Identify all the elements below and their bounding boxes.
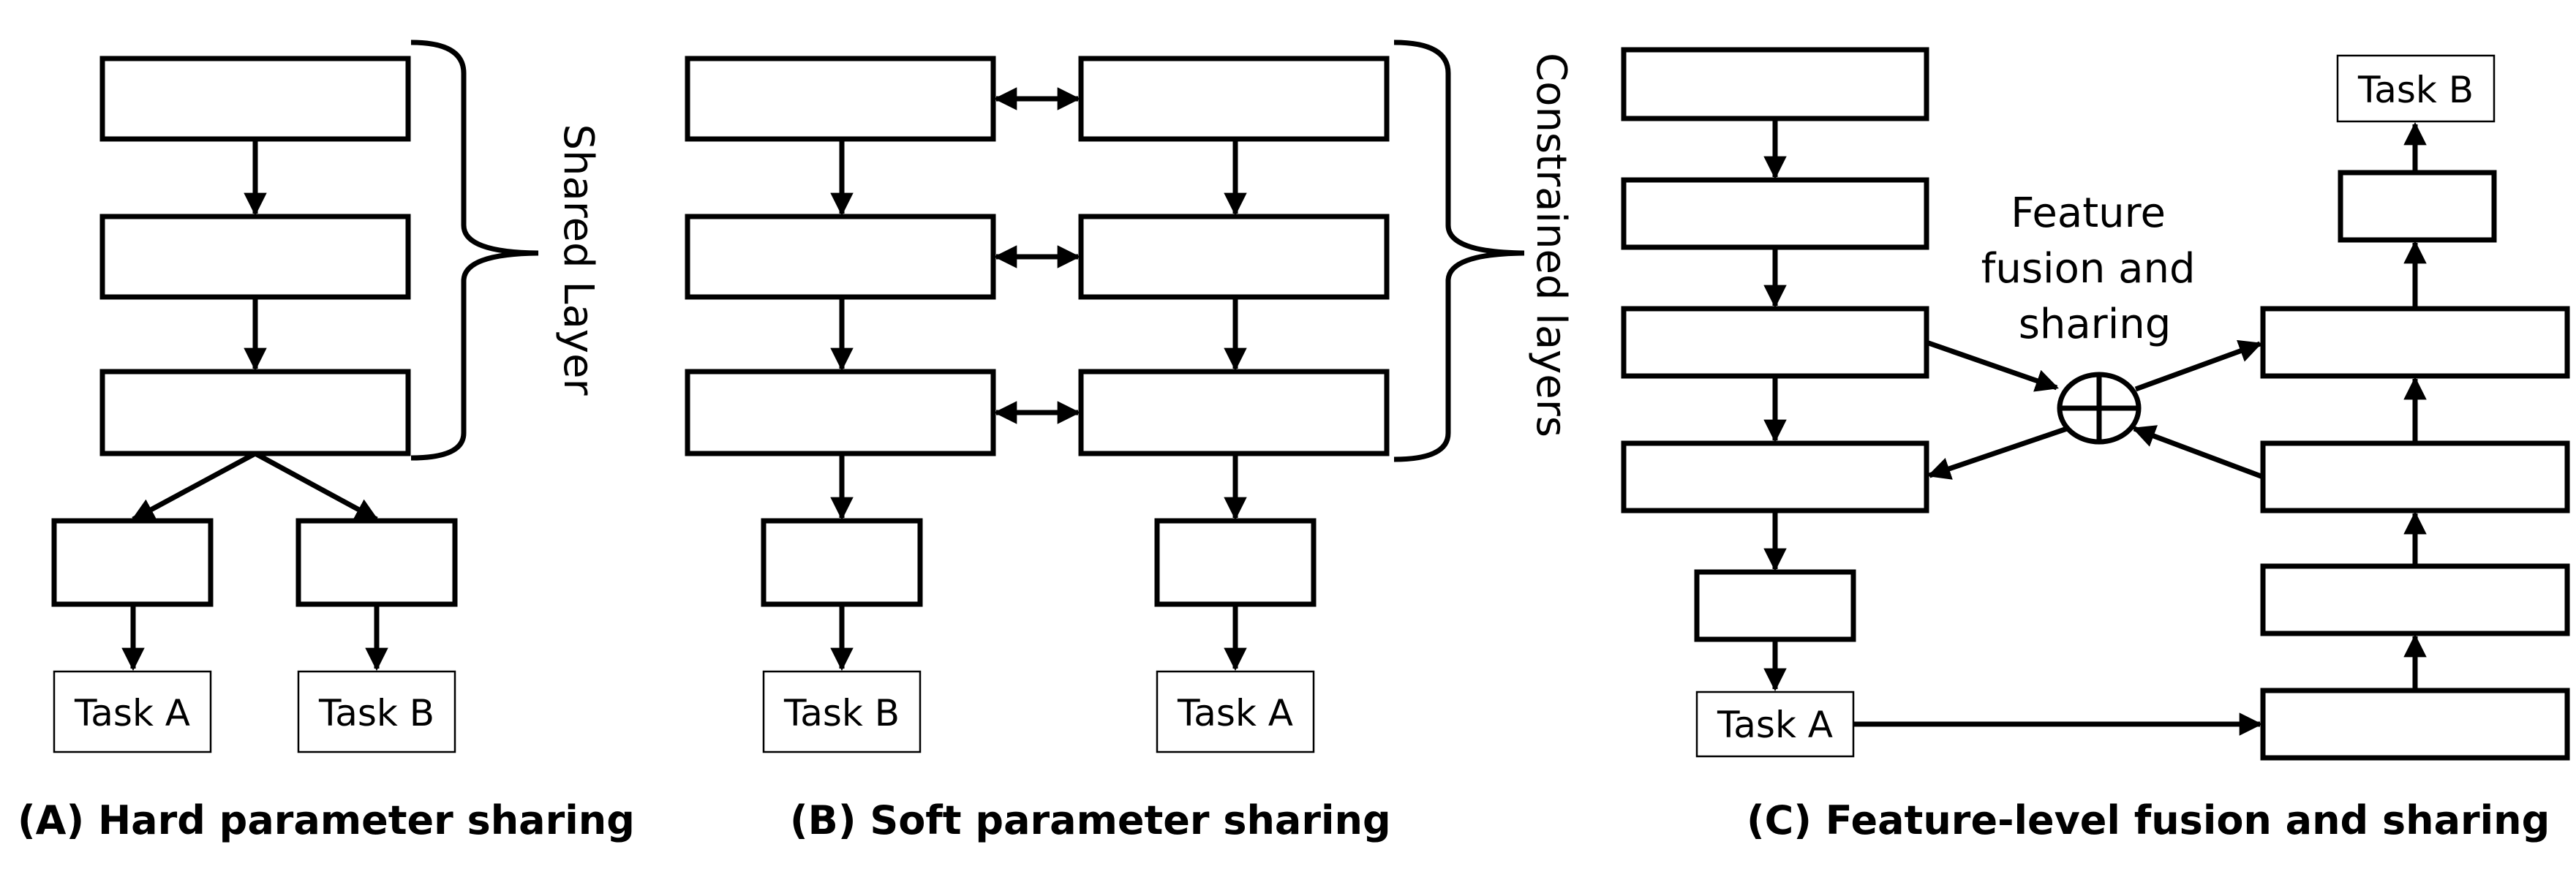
- panel-c-arrows: [1763, 118, 2427, 736]
- panel-a: [51, 40, 539, 753]
- task-a-specific-box: [51, 518, 214, 607]
- shared-layer-label: Shared Layer: [554, 124, 602, 396]
- c-left-box-5: [1694, 569, 1856, 642]
- arrow-a-split-left: [131, 451, 257, 522]
- fusion-label-line-1: Feature: [2011, 189, 2166, 237]
- c-right-box-1: [2338, 170, 2497, 243]
- c-right-box-4: [2260, 563, 2570, 636]
- caption-b: (B) Soft parameter sharing: [790, 797, 1391, 843]
- fusion-node-icon: [2057, 372, 2142, 445]
- right-specific-box: [1154, 518, 1317, 607]
- right-column-box-3: [1078, 369, 1390, 456]
- caption-a: (A) Hard parameter sharing: [18, 797, 635, 843]
- left-column-box-3: [685, 369, 996, 456]
- left-column-box-1: [685, 56, 996, 142]
- arrow-c-fusion-to-right: [2134, 339, 2262, 392]
- c-left-box-1: [1621, 47, 1929, 121]
- c-left-box-4: [1621, 440, 1929, 514]
- task-b-label-a: Task B: [318, 692, 434, 734]
- c-right-box-2: [2260, 306, 2570, 379]
- task-a-label-b: Task A: [1177, 692, 1293, 734]
- task-b-output-box-b: [762, 670, 922, 753]
- c-right-box-5: [2260, 688, 2570, 761]
- task-a-output-box: [53, 670, 212, 753]
- panel-b-arrows: [830, 87, 1247, 672]
- shared-layer-box-3: [99, 369, 411, 456]
- left-specific-box: [761, 518, 923, 607]
- task-b-output-box-c: [2336, 54, 2496, 123]
- caption-c: (C) Feature-level fusion and sharing: [1747, 797, 2550, 843]
- task-b-specific-box: [295, 518, 458, 607]
- right-column-box-1: [1078, 56, 1390, 142]
- arrow-c-to-fusion-left: [1925, 339, 2059, 392]
- task-a-output-box-b: [1156, 670, 1315, 753]
- constrained-layers-brace: [1393, 40, 1525, 462]
- fusion-label-line-2: fusion and: [1981, 245, 2196, 293]
- task-a-label-c: Task A: [1717, 704, 1833, 746]
- task-b-label-b: Task B: [783, 692, 900, 734]
- c-left-box-2: [1621, 177, 1929, 250]
- c-left-box-3: [1621, 306, 1929, 379]
- fusion-label-line-3: sharing: [2019, 301, 2172, 348]
- constrained-layers-label: Constrained layers: [1527, 53, 1575, 437]
- shared-layer-box-2: [99, 214, 411, 300]
- fusion-label: Feature fusion and sharing: [1981, 189, 2209, 348]
- c-right-box-3: [2260, 440, 2570, 514]
- left-column-box-2: [685, 214, 996, 300]
- shared-layer-brace: [410, 40, 539, 461]
- panel-a-arrows: [121, 139, 388, 672]
- right-column-box-2: [1078, 214, 1390, 300]
- arrow-a-split-right: [254, 451, 379, 522]
- arrow-c-fusion-to-left: [1927, 426, 2068, 480]
- arrow-c-to-fusion-right: [2132, 425, 2264, 480]
- panel-c: [1621, 47, 2570, 761]
- task-b-output-box: [297, 670, 456, 753]
- task-a-label-a: Task A: [74, 692, 190, 734]
- panel-b: [685, 40, 1525, 753]
- task-b-label-c: Task B: [2357, 69, 2474, 111]
- shared-layer-box-1: [99, 56, 411, 142]
